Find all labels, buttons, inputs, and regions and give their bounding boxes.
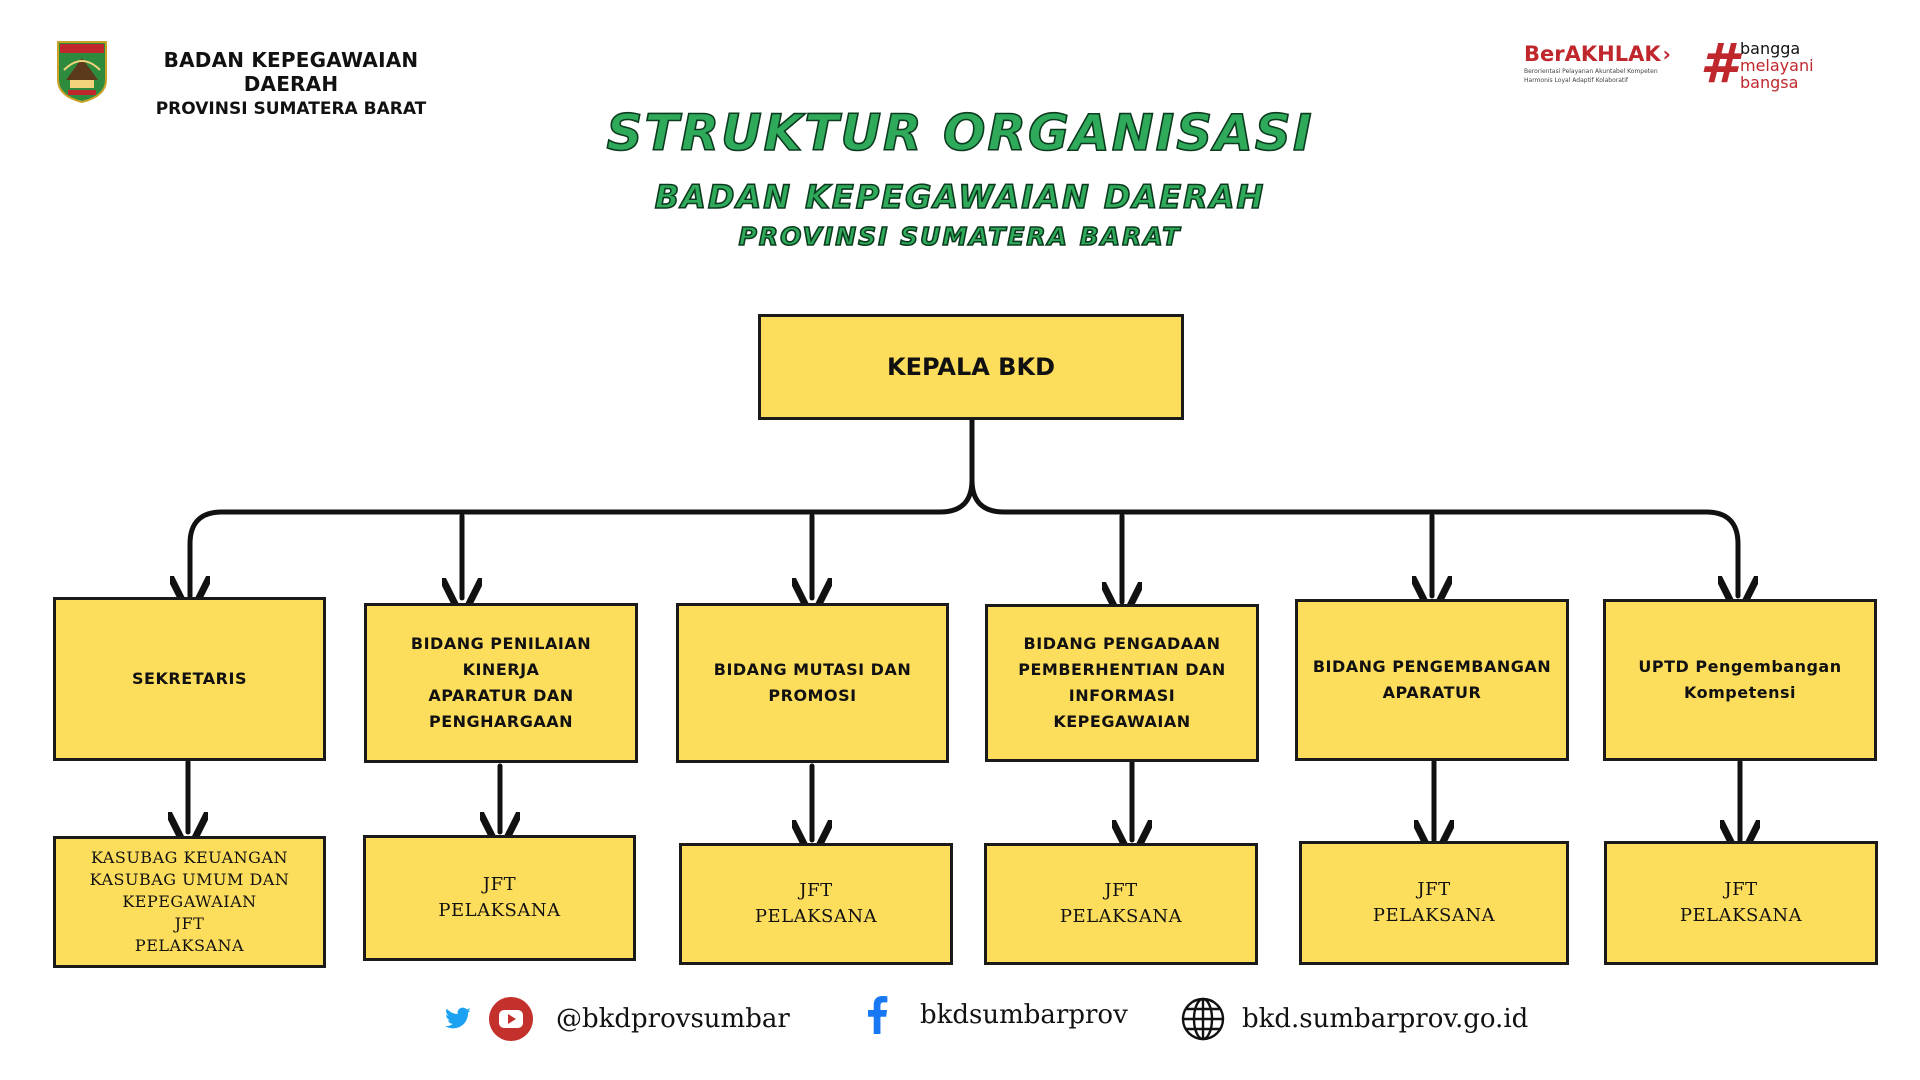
connector-trunk bbox=[190, 417, 975, 596]
globe-icon[interactable] bbox=[1180, 996, 1226, 1042]
berakhlak-tagline-1: Berorientasi Pelayanan Akuntabel Kompete… bbox=[1524, 68, 1658, 75]
kepala-bkd-label: KEPALA BKD bbox=[887, 353, 1055, 381]
website-url[interactable]: bkd.sumbarprov.go.id bbox=[1242, 1004, 1529, 1034]
hashtag-icon: # bbox=[1700, 32, 1738, 95]
unit-label: BIDANG MUTASI DAN PROMOSI bbox=[713, 660, 912, 705]
sub-box-sekretaris: KASUBAG KEUANGAN KASUBAG UMUM DAN KEPEGA… bbox=[53, 836, 326, 968]
footer-social-facebook[interactable]: bkdsumbarprov bbox=[866, 996, 1128, 1034]
sub-label: JFT PELAKSANA bbox=[1059, 880, 1183, 927]
sub-label: JFT PELAKSANA bbox=[754, 880, 878, 927]
berakhlak-tagline-2: Harmonis Loyal Adaptif Kolaboratif bbox=[1524, 77, 1629, 84]
berakhlak-arrow-icon: › bbox=[1662, 42, 1671, 66]
unit-box-pengembangan-aparatur: BIDANG PENGEMBANGAN APARATUR bbox=[1295, 599, 1569, 761]
youtube-icon[interactable] bbox=[488, 996, 534, 1042]
berakhlak-logo: BerAKHLAK› Berorientasi Pelayanan Akunta… bbox=[1524, 42, 1671, 96]
sub-label: JFT PELAKSANA bbox=[1679, 879, 1803, 926]
bangga-melayani-bangsa-logo: # bangga melayani bangsa bbox=[1700, 32, 1830, 96]
unit-box-sekretaris: SEKRETARIS bbox=[53, 597, 326, 761]
kepala-bkd-box: KEPALA BKD bbox=[758, 314, 1184, 420]
twitter-icon[interactable] bbox=[444, 1007, 472, 1031]
page-title: STRUKTUR ORGANISASI bbox=[606, 103, 1314, 163]
unit-label: BIDANG PENGEMBANGAN APARATUR bbox=[1312, 657, 1552, 702]
unit-box-mutasi-promosi: BIDANG MUTASI DAN PROMOSI bbox=[676, 603, 949, 763]
unit-box-uptd: UPTD Pengembangan Kompetensi bbox=[1603, 599, 1877, 761]
page-subtitle-1: BADAN KEPEGAWAIAN DAERAH bbox=[654, 177, 1266, 217]
organization-name: BADAN KEPEGAWAIAN DAERAH PROVINSI SUMATE… bbox=[116, 48, 466, 119]
unit-label: BIDANG PENILAIAN KINERJA APARATUR DAN PE… bbox=[410, 634, 592, 731]
sub-label: KASUBAG KEUANGAN KASUBAG UMUM DAN KEPEGA… bbox=[89, 848, 290, 955]
sub-label: JFT PELAKSANA bbox=[438, 874, 561, 921]
social-handle[interactable]: @bkdprovsumbar bbox=[556, 1004, 790, 1034]
unit-label: BIDANG PENGADAAN PEMBERHENTIAN DAN INFOR… bbox=[1018, 634, 1226, 731]
connector-trunk-right bbox=[969, 477, 1738, 596]
sub-box-penilaian-kinerja: JFT PELAKSANA bbox=[363, 835, 636, 961]
facebook-icon[interactable] bbox=[866, 996, 888, 1034]
organization-name-line2: PROVINSI SUMATERA BARAT bbox=[155, 99, 427, 119]
facebook-handle[interactable]: bkdsumbarprov bbox=[920, 1000, 1128, 1030]
unit-label: SEKRETARIS bbox=[132, 669, 247, 688]
bangga-line1: bangga bbox=[1740, 39, 1801, 58]
sub-box-pengembangan-aparatur: JFT PELAKSANA bbox=[1299, 841, 1569, 965]
organization-name-line1: BADAN KEPEGAWAIAN DAERAH bbox=[163, 48, 419, 96]
unit-label: UPTD Pengembangan Kompetensi bbox=[1638, 657, 1842, 702]
unit-box-pengadaan: BIDANG PENGADAAN PEMBERHENTIAN DAN INFOR… bbox=[985, 604, 1259, 762]
sub-box-mutasi-promosi: JFT PELAKSANA bbox=[679, 843, 953, 965]
bangga-line2: melayani bbox=[1740, 56, 1814, 75]
footer-social-twitter-youtube[interactable]: @bkdprovsumbar bbox=[444, 996, 790, 1042]
sub-box-pengadaan: JFT PELAKSANA bbox=[984, 843, 1258, 965]
province-emblem-logo bbox=[57, 41, 107, 104]
bangga-line3: bangsa bbox=[1740, 73, 1799, 92]
berakhlak-wordmark: BerAKHLAK bbox=[1524, 42, 1661, 66]
unit-box-penilaian-kinerja: BIDANG PENILAIAN KINERJA APARATUR DAN PE… bbox=[364, 603, 638, 763]
sub-label: JFT PELAKSANA bbox=[1372, 879, 1496, 926]
footer-website[interactable]: bkd.sumbarprov.go.id bbox=[1180, 996, 1528, 1042]
sub-box-uptd: JFT PELAKSANA bbox=[1604, 841, 1878, 965]
page-subtitle-2: PROVINSI SUMATERA BARAT bbox=[738, 221, 1182, 252]
